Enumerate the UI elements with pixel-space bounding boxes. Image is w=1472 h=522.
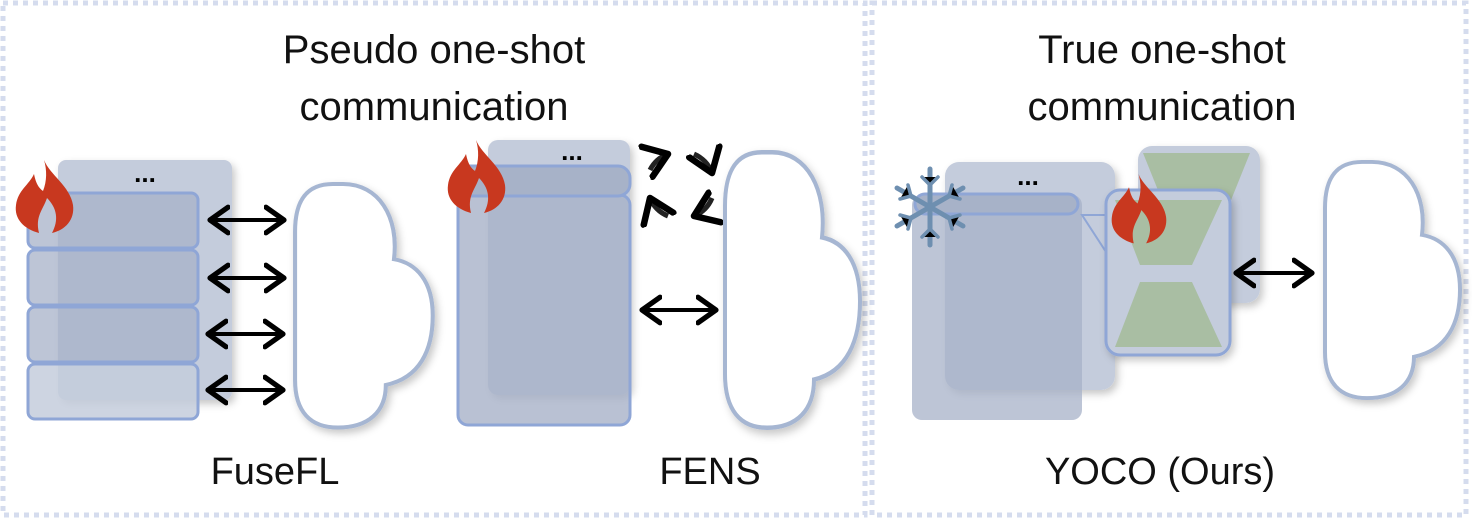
fens-label: FENS [659,451,760,493]
fusefl-layer-3 [26,305,200,364]
adapter-encoder [1115,200,1222,265]
right-title-line2: communication [1027,85,1296,129]
adapter-decoder [1115,282,1222,347]
yoco-ellipsis: ... [1017,161,1039,191]
left-title-line2: communication [299,85,568,129]
server-cloud-icon [725,152,860,428]
fusefl-arrows [208,220,284,390]
right-title-line1: True one-shot [1038,28,1286,72]
server-cloud-icon [295,184,433,428]
fens-ellipsis: ... [561,136,583,166]
fusefl-model: ... [15,158,232,421]
left-title-line1: Pseudo one-shot [283,28,585,72]
right-panel-border [869,0,1469,518]
fusefl-layer-4 [26,362,200,421]
fens-model: ... [447,136,632,427]
fusefl-ellipsis: ... [134,158,156,188]
cycle-icon [650,154,712,216]
server-cloud-icon [1323,159,1462,401]
fusefl-label: FuseFL [211,451,340,493]
fens-body-block [456,193,632,427]
yoco-model: ... [894,146,1260,420]
yoco-body-block [912,195,1082,420]
snowflake-icon [894,166,966,248]
yoco-label: YOCO (Ours) [1045,451,1275,493]
left-panel-border [0,0,868,518]
fusefl-layer-2 [26,248,200,307]
